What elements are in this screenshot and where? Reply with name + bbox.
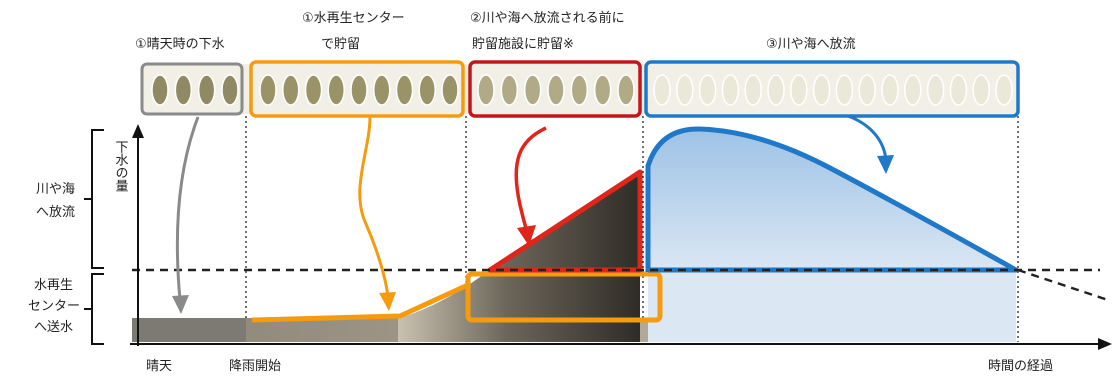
stage2-frame xyxy=(249,60,465,118)
x-label-clear: 晴天 xyxy=(146,359,172,374)
stage2-label-line2: で貯留 xyxy=(321,37,360,52)
pointer-arrow-gray xyxy=(172,116,200,314)
center-storage-line xyxy=(251,281,472,323)
pointer-arrow-orange xyxy=(358,116,396,311)
sample-bottle xyxy=(373,74,391,106)
discharge-curve-fill xyxy=(648,128,1016,272)
sample-bottle xyxy=(523,74,542,106)
sample-bottle xyxy=(812,74,831,106)
sample-bottle xyxy=(721,74,740,106)
sample-bottle xyxy=(500,74,519,106)
sample-bottle xyxy=(858,74,876,106)
sample-bottle xyxy=(282,74,300,106)
storage-facility-triangle xyxy=(487,169,643,273)
sample-bottle xyxy=(904,74,922,106)
sample-bottle xyxy=(259,74,277,106)
y-axis-arrowhead xyxy=(132,124,144,138)
sample-bottle xyxy=(881,74,899,106)
left-bracket-upper xyxy=(84,129,104,269)
sample-bottle xyxy=(350,74,368,106)
stage3-label-line2: 貯留施設に貯留※ xyxy=(472,36,574,52)
sample-bottle xyxy=(221,74,239,106)
sample-bottle xyxy=(972,74,990,106)
sample-bottle xyxy=(744,74,762,106)
sample-bottle xyxy=(926,74,945,106)
sample-bottle xyxy=(767,74,785,106)
bracket-lower-line2: センター xyxy=(28,299,80,314)
sample-bottle xyxy=(653,74,671,106)
stage4-label: ③川や海へ放流 xyxy=(766,37,856,52)
stage3-frame xyxy=(468,60,642,118)
y-axis-label: 下水の量 xyxy=(113,140,129,192)
stage1-frame xyxy=(140,62,244,116)
pointer-arrow-red xyxy=(514,126,547,246)
stage2-label-line1: ①水再生センター xyxy=(302,11,405,26)
pointer-arrow-blue xyxy=(847,114,894,174)
threshold-dashed-slope xyxy=(1017,268,1109,302)
x-label-time: 時間の経過 xyxy=(988,359,1053,374)
sample-bottle xyxy=(698,74,717,106)
clear-weather-flow xyxy=(132,318,246,342)
bracket-lower-line1: 水再生 xyxy=(34,278,73,293)
x-axis-arrowhead xyxy=(1098,338,1112,350)
bracket-lower-line3: へ送水 xyxy=(34,320,73,335)
sample-bottle xyxy=(304,74,323,106)
discharge-outline xyxy=(645,126,1019,273)
stage3-label-line1: ②川や海へ放流される前に xyxy=(470,10,625,26)
sample-bottle xyxy=(477,74,495,106)
sample-bottle-strip xyxy=(142,64,1018,114)
sample-bottle xyxy=(617,74,635,106)
sample-bottle xyxy=(418,74,436,106)
sample-bottle xyxy=(995,74,1013,106)
bracket-upper-line2: へ放流 xyxy=(36,205,75,220)
sample-bottle xyxy=(547,74,565,106)
sample-bottle xyxy=(593,74,612,106)
sample-bottle xyxy=(676,74,694,106)
sample-bottle xyxy=(790,74,808,106)
sample-bottle xyxy=(835,74,854,106)
sample-bottle xyxy=(949,74,968,106)
left-bracket-lower xyxy=(84,273,104,345)
sample-bottle xyxy=(395,74,414,106)
stage4-frame xyxy=(644,60,1020,118)
stage1-label: ①晴天時の下水 xyxy=(135,37,225,52)
sample-bottle xyxy=(570,74,589,106)
sample-bottle xyxy=(174,74,193,106)
sample-bottle xyxy=(151,74,169,106)
sample-bottle xyxy=(197,74,216,106)
sample-bottle xyxy=(441,74,459,106)
bracket-upper-line1: 川や海 xyxy=(36,182,75,197)
center-storage-box xyxy=(465,271,663,323)
sample-bottle xyxy=(327,74,345,106)
x-label-rain-start: 降雨開始 xyxy=(229,359,281,374)
